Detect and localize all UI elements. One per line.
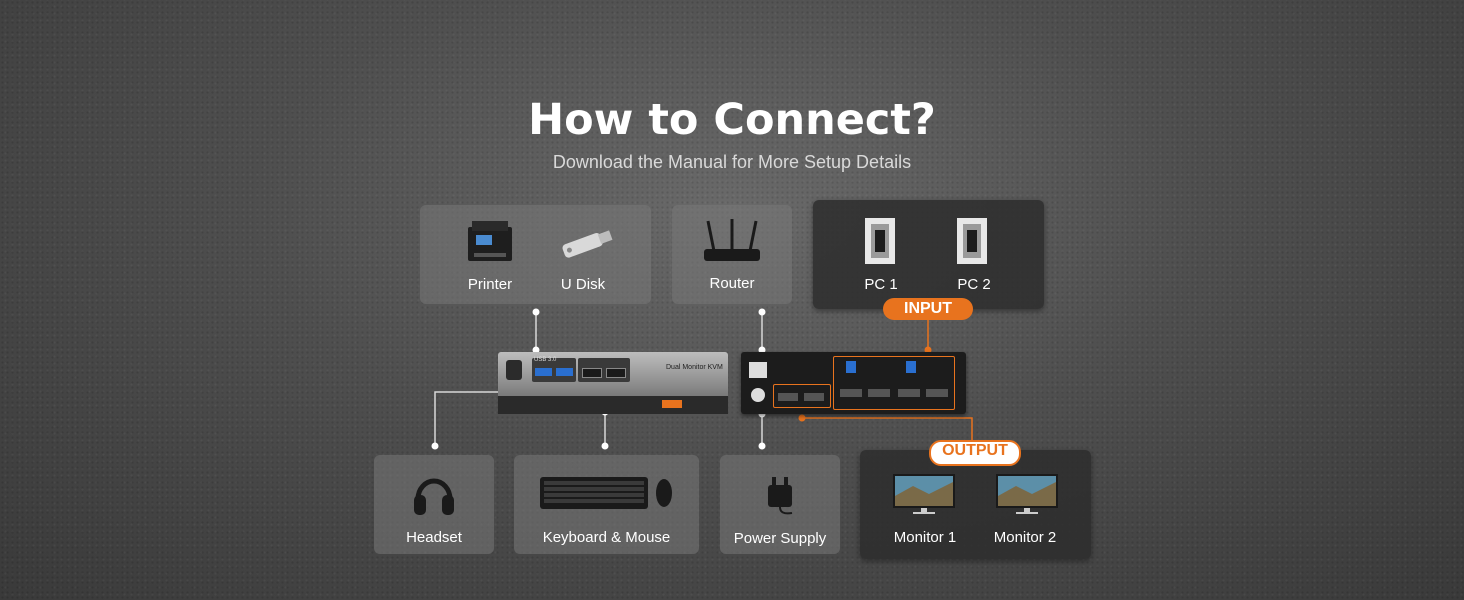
ethernet-port <box>749 362 767 378</box>
input-ports-group <box>833 356 955 410</box>
monitor2-label: Monitor 2 <box>993 529 1057 546</box>
monitor2-icon <box>996 474 1058 514</box>
page-subtitle: Download the Manual for More Setup Detai… <box>552 152 912 172</box>
router-label: Router <box>709 275 755 292</box>
page-title: How to Connect? <box>528 95 936 145</box>
kvm-front-panel: USB 3.0 Dual Monitor KVM <box>498 352 728 414</box>
monitor1-label: Monitor 1 <box>893 529 957 546</box>
power-port <box>751 388 765 402</box>
pc1-tower-icon <box>865 218 895 264</box>
input-badge: INPUT <box>883 298 973 320</box>
printer-udisk-card: Printer U Disk <box>420 205 651 304</box>
power-adapter-icon <box>768 477 793 515</box>
front-base <box>498 396 728 414</box>
keyboard-icon <box>540 477 672 509</box>
front-device-label: Dual Monitor KVM <box>666 364 723 371</box>
pc2-label: PC 2 <box>957 276 991 293</box>
monitor1-icon <box>893 474 955 514</box>
printer-icon <box>468 221 512 261</box>
kvm-rear-panel <box>741 352 966 414</box>
usb3-ports <box>532 358 576 382</box>
headset-label: Headset <box>406 529 462 546</box>
pc-card: PC 1 PC 2 <box>813 200 1044 309</box>
audio-jack <box>506 360 522 380</box>
output-badge: OUTPUT <box>929 440 1021 466</box>
keyboard-mouse-card: Keyboard & Mouse <box>514 455 699 554</box>
usb-label: USB 3.0 <box>534 357 557 363</box>
power-supply-label: Power Supply <box>733 530 827 547</box>
headset-icon <box>414 478 454 515</box>
mouse-icon <box>656 479 672 507</box>
u-disk-icon <box>562 230 613 258</box>
monitors-card: Monitor 1 Monitor 2 <box>860 450 1091 559</box>
usb2-ports <box>578 358 630 382</box>
power-supply-card: Power Supply <box>720 455 840 554</box>
keyboard-mouse-label: Keyboard & Mouse <box>542 529 671 546</box>
router-icon <box>704 219 760 261</box>
headset-card: Headset <box>374 455 494 554</box>
pc1-label: PC 1 <box>864 276 898 293</box>
udisk-label: U Disk <box>560 276 606 293</box>
printer-label: Printer <box>467 276 513 293</box>
router-card: Router <box>672 205 792 304</box>
output-hdmi-group <box>773 384 831 408</box>
pc2-tower-icon <box>957 218 987 264</box>
